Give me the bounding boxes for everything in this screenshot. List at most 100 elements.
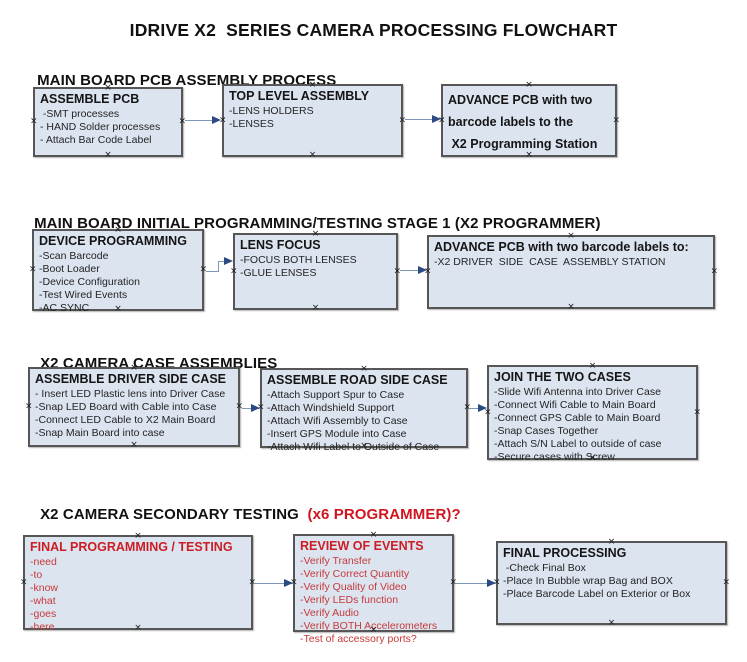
connection-handle-icon: × [30,116,38,127]
connection-handle-icon: × [484,407,492,417]
box-item: -know [30,582,59,594]
connection-handle-icon: × [178,116,186,127]
box-title: FINAL PROGRAMMING / TESTING [30,540,233,554]
box-item: -Verify LEDs function [300,594,399,606]
section-header-initial-programming: MAIN BOARD INITIAL PROGRAMMING/TESTING S… [17,198,601,232]
connection-handle-icon: × [199,264,207,275]
box-item: -Verify Correct Quantity [300,568,410,580]
connection-handle-icon: × [230,266,238,276]
box-title: REVIEW OF EVENTS [300,539,424,553]
box-item: -Device Configuration [39,276,140,288]
connector-line [206,271,219,272]
connection-handle-icon: × [369,530,378,540]
box-item: -Verify Quality of Video [300,581,407,593]
flow-box-assemble-pcb: × × × × ASSEMBLE PCB -SMT processes - HA… [30,83,186,160]
connection-handle-icon: × [311,229,320,239]
connection-handle-icon: × [710,266,718,277]
box-item: -Attach Wifi Assembly to Case [267,415,408,427]
connection-handle-icon: × [104,150,112,160]
connector-line [405,119,433,120]
box-item: -Insert GPS Module into Case [267,428,407,440]
connection-handle-icon: × [248,577,256,587]
box-title: ADVANCE PCB with two barcode labels to: [434,240,689,254]
arrowhead-icon [212,116,221,124]
box-item: -Place Barcode Label on Exterior or Box [503,588,691,600]
box-title: FINAL PROCESSING [503,546,627,560]
box-title: ASSEMBLE ROAD SIDE CASE [267,373,448,387]
connector-line [218,261,225,262]
box-item: -Snap Cases Together [494,425,599,437]
arrowhead-icon [251,404,260,412]
arrowhead-icon [432,115,441,123]
connection-handle-icon: × [693,407,701,417]
connection-handle-icon: × [290,577,298,588]
box-line: ADVANCE PCB with two [448,93,593,107]
box-item: -Test Wired Events [39,289,128,301]
connection-handle-icon: × [360,364,368,374]
connection-handle-icon: × [104,83,112,93]
connection-handle-icon: × [567,302,575,312]
section-header-text: X2 CAMERA SECONDARY TESTING [40,506,308,523]
box-item: -Attach Support Spur to Case [267,389,405,401]
box-item: -Secure cases with Screw [494,451,615,463]
section-header-red-text: (x6 PROGRAMMER)? [307,506,461,523]
box-title: LENS FOCUS [240,238,321,252]
box-item: -X2 DRIVER SIDE CASE ASSEMBLY STATION [434,256,666,268]
box-item: -Connect GPS Cable to Main Board [494,412,661,424]
box-item: -FOCUS BOTH LENSES [240,254,357,266]
box-item: -Place In Bubble wrap Bag and BOX [503,575,673,587]
connection-handle-icon: × [393,266,401,276]
flow-box-advance-programming-station: × × × × ADVANCE PCB with two barcode lab… [438,80,620,160]
flow-box-device-programming: × × × × DEVICE PROGRAMMING -Scan Barcode… [29,225,207,315]
connection-handle-icon: × [114,225,122,235]
connection-handle-icon: × [134,531,142,541]
connector-line [255,583,285,584]
box-line: X2 Programming Station [448,137,598,151]
box-item: -here [30,621,55,633]
connection-handle-icon: × [308,150,317,160]
connection-handle-icon: × [360,441,368,451]
box-title: ASSEMBLE PCB [40,92,140,106]
connection-handle-icon: × [130,363,138,373]
connection-handle-icon: × [134,623,142,633]
connection-handle-icon: × [607,618,616,628]
box-item: -AC SYNC [39,302,90,314]
box-item: -need [30,556,57,568]
box-item: -Verify Audio [300,607,359,619]
connection-handle-icon: × [130,440,138,450]
connection-handle-icon: × [525,150,533,160]
box-item: -Scan Barcode [39,250,109,262]
connection-handle-icon: × [114,304,122,314]
box-item: -LENSES [229,118,274,130]
page-title: IDRIVE X2 SERIES CAMERA PROCESSING FLOWC… [129,20,618,40]
connection-handle-icon: × [235,401,243,412]
connection-handle-icon: × [257,402,265,413]
arrowhead-icon [224,257,233,265]
connector-line [470,408,479,409]
flow-box-join-the-two-cases: × × × × JOIN THE TWO CASES -Slide Wifi A… [484,362,701,464]
box-item: -Attach Wifi Label to Outside of Case [267,441,440,453]
connection-handle-icon: × [369,625,378,635]
box-item: -Connect LED Cable to X2 Main Board [35,414,216,426]
box-item: -SMT processes [40,108,120,120]
connection-handle-icon: × [438,115,446,125]
connection-handle-icon: × [308,80,317,90]
connection-handle-icon: × [567,231,575,241]
flow-box-assemble-road-side-case: × × × × ASSEMBLE ROAD SIDE CASE -Attach … [257,364,471,454]
flow-box-final-processing: × × × × FINAL PROCESSING -Check Final Bo… [493,538,730,628]
section-header-secondary-testing: X2 CAMERA SECONDARY TESTING (x6 PROGRAMM… [23,489,461,540]
arrowhead-icon [487,579,496,587]
flow-box-final-programming-testing: × × × × FINAL PROGRAMMING / TESTING -nee… [20,531,256,634]
connection-handle-icon: × [219,115,227,125]
box-item: -Test of accessory ports? [300,633,417,645]
connector-line [185,120,213,121]
flow-box-review-of-events: × × × × REVIEW OF EVENTS -Verify Transfe… [290,530,457,646]
flow-box-top-level-assembly: × × × × TOP LEVEL ASSEMBLY -LENS HOLDERS… [219,80,406,160]
connection-handle-icon: × [25,401,33,412]
box-title: JOIN THE TWO CASES [494,370,631,384]
connection-handle-icon: × [463,402,471,413]
connection-handle-icon: × [722,577,730,588]
connection-handle-icon: × [525,80,533,90]
box-item: -GLUE LENSES [240,267,317,279]
